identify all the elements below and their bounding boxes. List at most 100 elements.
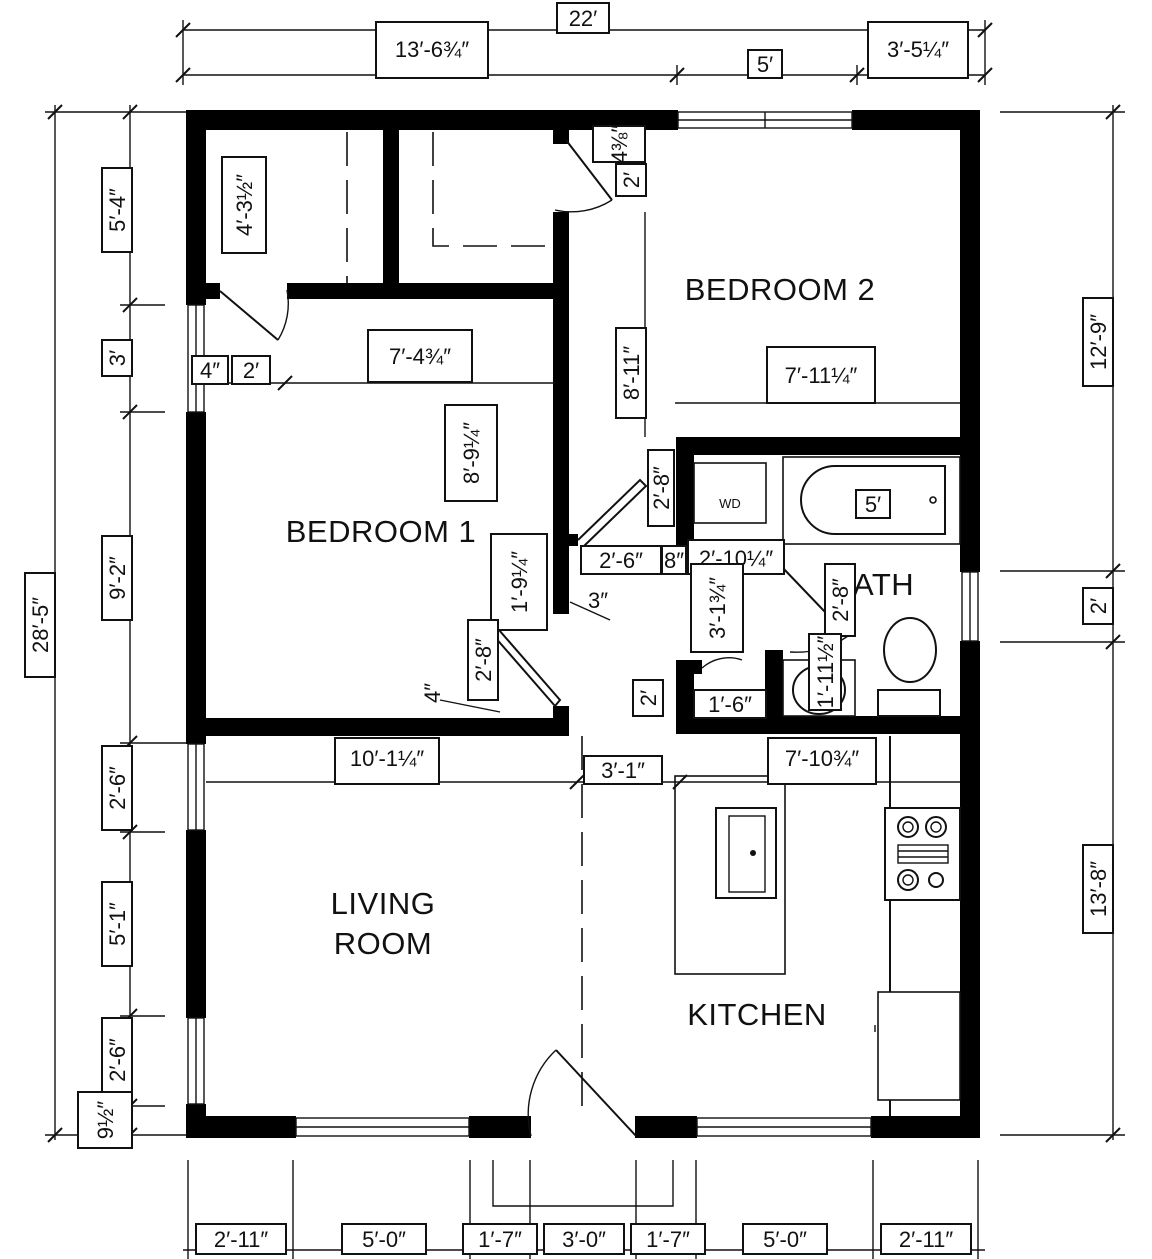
doors <box>219 132 849 1137</box>
wd-label: WD <box>719 496 741 511</box>
door-linen <box>701 657 743 669</box>
dim-bed1-width: 7′-4¾″ <box>367 329 473 383</box>
dim-right-a: 12′-9″ <box>1082 297 1114 387</box>
svg-text:2′-6″: 2′-6″ <box>105 766 130 810</box>
toilet <box>877 617 941 717</box>
window-left-mid <box>187 743 205 831</box>
svg-text:2′: 2′ <box>636 690 661 706</box>
svg-text:4″: 4″ <box>420 683 445 703</box>
refrigerator <box>874 991 961 1101</box>
svg-text:1′-7″: 1′-7″ <box>478 1227 522 1252</box>
dim-top-left: 13′-6¾″ <box>375 21 489 79</box>
dim-bottom-3: 1′-7″ <box>462 1223 538 1255</box>
dim-right-c: 13′-8″ <box>1082 844 1114 934</box>
dim-top-total: 22′ <box>556 2 610 34</box>
window-right-bath <box>961 571 979 642</box>
dim-door-28c: 2′-8″ <box>824 563 856 637</box>
room-label-kitchen: KITCHEN <box>687 997 827 1032</box>
svg-text:3′: 3′ <box>105 350 130 366</box>
svg-text:3″: 3″ <box>588 588 608 613</box>
dim-top-right: 3′-5¼″ <box>867 21 969 79</box>
svg-text:2′-8″: 2′-8″ <box>471 638 496 682</box>
svg-text:7′-11¼″: 7′-11¼″ <box>785 363 858 388</box>
dim-left-g: 9½″ <box>77 1091 133 1149</box>
svg-text:5′-0″: 5′-0″ <box>362 1227 406 1252</box>
door-entry <box>527 1049 637 1137</box>
svg-text:5′-1″: 5′-1″ <box>105 902 130 946</box>
dim-bed2-door: 2′ <box>615 163 647 197</box>
closet-dashed-line-2 <box>432 132 553 247</box>
dim-bed2-jamb: 4⅜″ <box>592 125 646 164</box>
windows <box>187 111 979 1137</box>
window-top <box>677 111 853 129</box>
svg-text:28′-5″: 28′-5″ <box>28 597 53 653</box>
svg-text:8″: 8″ <box>664 548 684 573</box>
dim-left-d: 2′-6″ <box>101 745 133 831</box>
dim-left-f: 2′-6″ <box>101 1017 133 1103</box>
svg-text:4⅜″: 4⅜″ <box>607 125 632 164</box>
dim-bottom-5: 1′-7″ <box>630 1223 706 1255</box>
door-closet-1 <box>219 289 290 341</box>
room-label-bedroom-2: BEDROOM 2 <box>685 272 876 307</box>
svg-text:2′-8″: 2′-8″ <box>828 578 853 622</box>
washer-dryer: WD <box>693 462 767 524</box>
dim-door-28b: 2′-8″ <box>467 619 499 701</box>
dim-bed1-wall-len: 10′-1¼″ <box>334 737 440 785</box>
svg-text:7′-4¾″: 7′-4¾″ <box>389 344 451 369</box>
dim-door-28a: 2′-8″ <box>647 449 675 527</box>
dim-closet-depth: 4′-3½″ <box>221 156 267 254</box>
svg-text:2′: 2′ <box>619 172 644 188</box>
dim-bottom-6: 5′-0″ <box>742 1223 828 1255</box>
svg-text:2′-6″: 2′-6″ <box>599 548 643 573</box>
svg-text:9½″: 9½″ <box>93 1101 118 1140</box>
walls <box>186 110 980 1138</box>
dim-bottom-2: 5′-0″ <box>341 1223 427 1255</box>
window-bottom-right <box>696 1117 872 1137</box>
svg-text:7′-10¾″: 7′-10¾″ <box>785 746 860 771</box>
svg-text:10′-1¼″: 10′-1¼″ <box>350 746 425 771</box>
dim-bed1-depth: 8′-9¼″ <box>444 404 498 502</box>
svg-text:5′-4″: 5′-4″ <box>105 188 130 232</box>
dim-bottom-7: 2′-11″ <box>880 1223 972 1255</box>
dim-vanity: 1′-11½″ <box>808 633 842 711</box>
svg-text:8′-11″: 8′-11″ <box>619 346 644 401</box>
dim-closet-1-9: 1′-9¼″ <box>490 533 548 631</box>
room-label-living-2: ROOM <box>334 926 432 961</box>
svg-text:5′: 5′ <box>865 492 881 517</box>
dimension-labels: 22′ 13′-6¾″ 5′ 3′-5¼″ 28′-5″ 5′-4″ 3′ <box>24 2 1114 1255</box>
svg-text:2′-8″: 2′-8″ <box>649 466 674 510</box>
svg-text:13′-8″: 13′-8″ <box>1086 861 1111 917</box>
svg-text:8′-9¼″: 8′-9¼″ <box>459 422 484 484</box>
door-bifold-1 <box>577 478 648 547</box>
svg-text:4″: 4″ <box>200 358 220 383</box>
dim-left-c: 9′-2″ <box>101 535 133 621</box>
svg-text:2′: 2′ <box>243 358 259 383</box>
kitchen-island <box>674 775 786 975</box>
window-bottom-left <box>295 1117 470 1137</box>
door-bedroom-2 <box>554 139 613 213</box>
dim-tub: 5′ <box>855 489 891 519</box>
svg-text:9′-2″: 9′-2″ <box>105 556 130 600</box>
svg-text:22′: 22′ <box>569 6 598 31</box>
dim-left-b: 3′ <box>101 339 133 377</box>
dim-wall-8: 8″ <box>661 545 687 575</box>
dim-bed2-depth: 8′-11″ <box>615 327 647 419</box>
dim-linen-16: 1′-6″ <box>693 689 767 719</box>
window-left-lower <box>187 1017 205 1105</box>
svg-text:2′-11″: 2′-11″ <box>899 1227 954 1252</box>
svg-text:13′-6¾″: 13′-6¾″ <box>395 37 470 62</box>
svg-text:3′-1¾″: 3′-1¾″ <box>705 577 730 639</box>
dim-bottom-4: 3′-0″ <box>543 1223 625 1255</box>
svg-text:5′-0″: 5′-0″ <box>763 1227 807 1252</box>
dim-linen-2: 2′ <box>632 679 664 717</box>
range-stove <box>884 807 961 901</box>
svg-text:1′-9¼″: 1′-9¼″ <box>507 551 532 613</box>
dim-hall-door: 2′-6″ <box>580 545 662 575</box>
svg-text:1′-6″: 1′-6″ <box>708 692 752 717</box>
dim-hall-width: 3′-1″ <box>583 755 663 785</box>
dim-kitchen-width: 7′-10¾″ <box>767 737 877 785</box>
dim-wall-3: 3″ <box>588 588 608 613</box>
dim-bed1-wall: 4″ <box>191 355 229 385</box>
room-label-bedroom-1: BEDROOM 1 <box>286 514 477 549</box>
